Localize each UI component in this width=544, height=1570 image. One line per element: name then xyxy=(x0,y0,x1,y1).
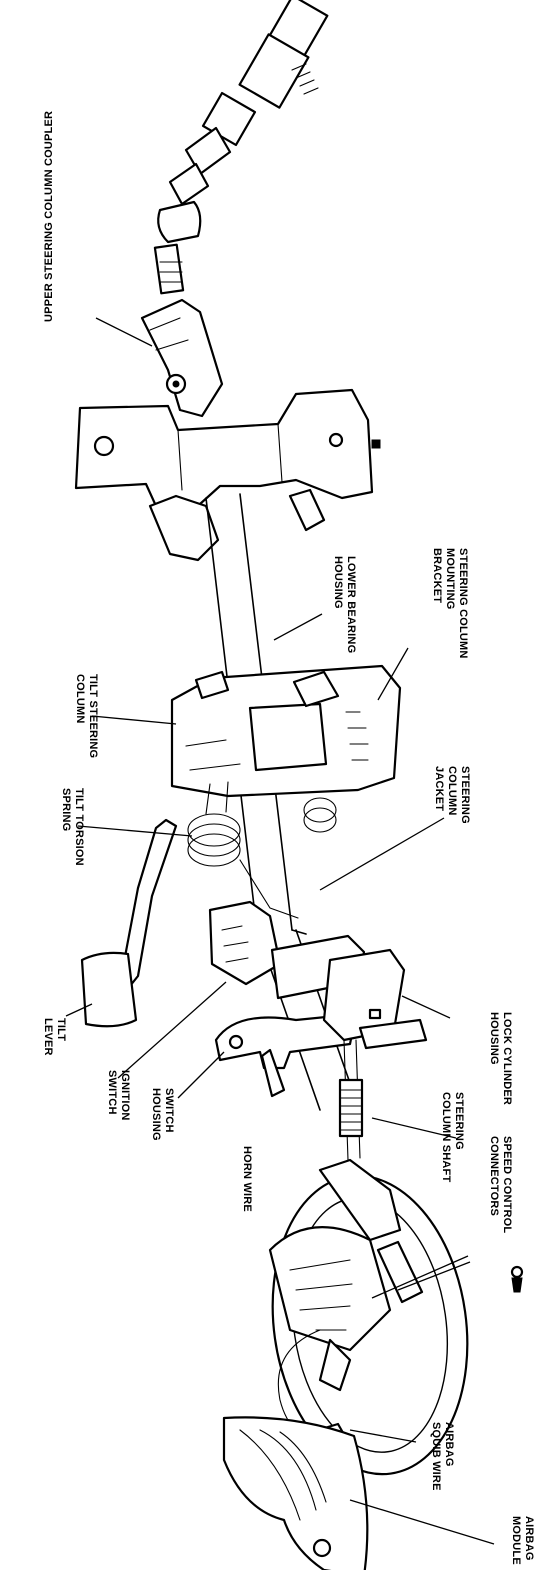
tilt-lever-drawing xyxy=(80,818,178,1028)
tilt-head-drawing xyxy=(170,664,402,815)
label-lock-cylinder-line-2: HOUSING xyxy=(488,1012,500,1065)
label-squib-wire: AIRBAG SQUIB WIRE xyxy=(430,1422,455,1491)
label-horn-wire: HORN WIRE xyxy=(241,1146,253,1212)
label-lower-bearing-line-2: HOUSING xyxy=(332,556,344,609)
label-column-shaft-line-1: STEERING xyxy=(453,1092,465,1150)
lock-cylinder-drawing xyxy=(322,948,428,1161)
label-airbag-module-line-1: AIRBAG xyxy=(523,1516,535,1561)
label-column-shaft: STEERING COLUMN SHAFT xyxy=(440,1092,465,1182)
label-tilt-spring-line-1: TILT TORSION xyxy=(73,788,85,866)
column-shaft-drawing xyxy=(338,1078,364,1138)
label-ignition-switch-line-1: IGNITION xyxy=(119,1070,131,1121)
label-mounting-bracket-line-1: STEERING COLUMN xyxy=(457,548,469,659)
label-mounting-bracket-line-2: MOUNTING xyxy=(444,548,456,609)
mounting-bracket-drawing xyxy=(74,388,381,562)
label-mounting-bracket: STEERING COLUMN MOUNTING BRACKET xyxy=(431,548,469,659)
intermediate-shaft-drawing xyxy=(153,0,329,295)
label-airbag-module: AIRBAG MODULE xyxy=(510,1516,535,1565)
label-airbag-module-line-2: MODULE xyxy=(510,1516,522,1565)
label-ignition-switch: IGNITION SWITCH xyxy=(106,1070,131,1121)
label-switch-housing: SWITCH HOUSING xyxy=(150,1088,175,1141)
label-switch-housing-line-1: SWITCH xyxy=(163,1088,175,1133)
label-tilt-spring: TILT TORSION SPRING xyxy=(60,788,85,866)
label-tilt-column-line-2: COLUMN xyxy=(74,674,86,723)
label-switch-housing-line-2: HOUSING xyxy=(150,1088,162,1141)
label-column-shaft-line-2: COLUMN SHAFT xyxy=(440,1092,452,1182)
label-squib-wire-line-1: AIRBAG xyxy=(443,1422,455,1467)
label-tilt-spring-line-2: SPRING xyxy=(60,788,72,831)
label-tilt-lever: TILT LEVER xyxy=(42,1018,67,1056)
torsion-spring-drawing xyxy=(187,797,337,919)
callout-labels: UPPER STEERING COLUMN COUPLER STEERING C… xyxy=(42,111,535,1565)
label-lock-cylinder-line-1: LOCK CYLINDER xyxy=(501,1012,513,1105)
label-horn-wire-text: HORN WIRE xyxy=(241,1146,253,1212)
airbag-module-drawing xyxy=(222,1416,369,1570)
label-tilt-lever-line-2: LEVER xyxy=(42,1018,54,1056)
label-speed-control: SPEED CONTROL CONNECTORS xyxy=(488,1136,513,1233)
label-jacket-line-2: COLUMN xyxy=(446,766,458,815)
label-upper-coupler-text: UPPER STEERING COLUMN COUPLER xyxy=(43,111,55,322)
label-speed-control-line-1: SPEED CONTROL xyxy=(501,1136,513,1233)
leader-lines xyxy=(65,317,495,1545)
coupler-drawing xyxy=(140,298,224,418)
label-lower-bearing: LOWER BEARING HOUSING xyxy=(332,556,357,653)
label-squib-wire-line-2: SQUIB WIRE xyxy=(430,1422,442,1491)
label-jacket-line-1: STEERING xyxy=(459,766,471,824)
label-jacket: STEERING COLUMN JACKET xyxy=(433,766,471,824)
label-tilt-lever-line-1: TILT xyxy=(55,1018,67,1041)
label-upper-coupler: UPPER STEERING COLUMN COUPLER xyxy=(43,111,55,322)
label-lock-cylinder: LOCK CYLINDER HOUSING xyxy=(488,1012,513,1105)
label-jacket-line-3: JACKET xyxy=(433,766,445,811)
label-lower-bearing-line-1: LOWER BEARING xyxy=(345,556,357,653)
label-tilt-column: TILT STEERING COLUMN xyxy=(74,674,99,758)
label-tilt-column-line-1: TILT STEERING xyxy=(87,674,99,758)
label-speed-control-line-2: CONNECTORS xyxy=(488,1136,500,1216)
label-ignition-switch-line-2: SWITCH xyxy=(106,1070,118,1115)
steering-wheel-drawing xyxy=(268,1158,524,1476)
label-mounting-bracket-line-3: BRACKET xyxy=(431,548,443,603)
